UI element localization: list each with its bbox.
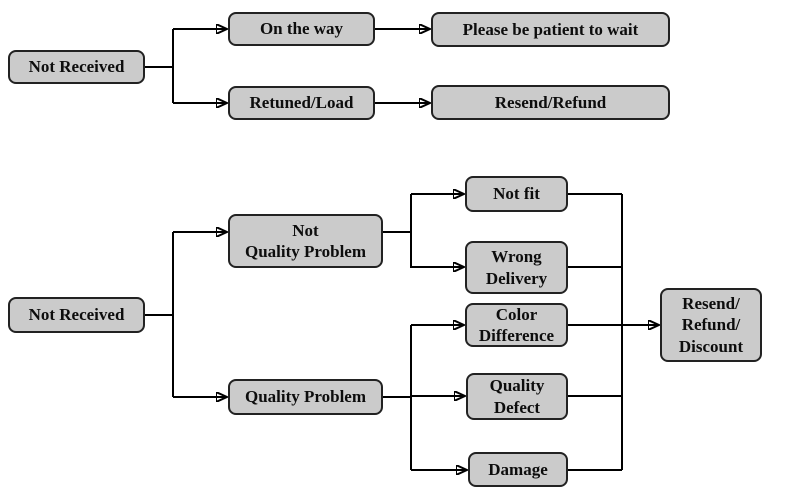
node-retuned-load: Retuned/Load xyxy=(228,86,375,120)
node-label: Please be patient to wait xyxy=(462,19,639,39)
node-label: Quality Defect xyxy=(489,376,545,417)
node-wrong-delivery: Wrong Delivery xyxy=(465,241,568,294)
node-label: On the way xyxy=(259,19,344,39)
chart2-connectors xyxy=(145,194,658,470)
node-resend-refund-discount: Resend/ Refund/ Discount xyxy=(660,288,762,362)
node-damage: Damage xyxy=(468,452,568,487)
node-label: Quality Problem xyxy=(244,387,367,407)
node-color-difference: Color Difference xyxy=(465,303,568,347)
node-quality-problem: Quality Problem xyxy=(228,379,383,415)
node-on-the-way: On the way xyxy=(228,12,375,46)
node-resend-refund: Resend/Refund xyxy=(431,85,670,120)
node-label: Retuned/Load xyxy=(249,93,354,113)
node-label: Not Quality Problem xyxy=(244,220,367,261)
node-label: Resend/Refund xyxy=(494,92,607,112)
node-not-fit: Not fit xyxy=(465,176,568,212)
node-please-be-patient: Please be patient to wait xyxy=(431,12,670,47)
node-label: Damage xyxy=(488,459,548,479)
node-label: Resend/ Refund/ Discount xyxy=(678,294,744,356)
node-not-quality-problem: Not Quality Problem xyxy=(228,214,383,268)
node-label: Not Received xyxy=(28,57,125,77)
node-quality-defect: Quality Defect xyxy=(466,373,568,420)
node-label: Color Difference xyxy=(478,304,555,345)
node-label: Not fit xyxy=(493,184,540,204)
node-not-received-1: Not Received xyxy=(8,50,145,84)
node-label: Not Received xyxy=(28,305,125,325)
node-not-received-2: Not Received xyxy=(8,297,145,333)
chart1-connectors xyxy=(145,29,429,103)
node-label: Wrong Delivery xyxy=(485,247,548,288)
